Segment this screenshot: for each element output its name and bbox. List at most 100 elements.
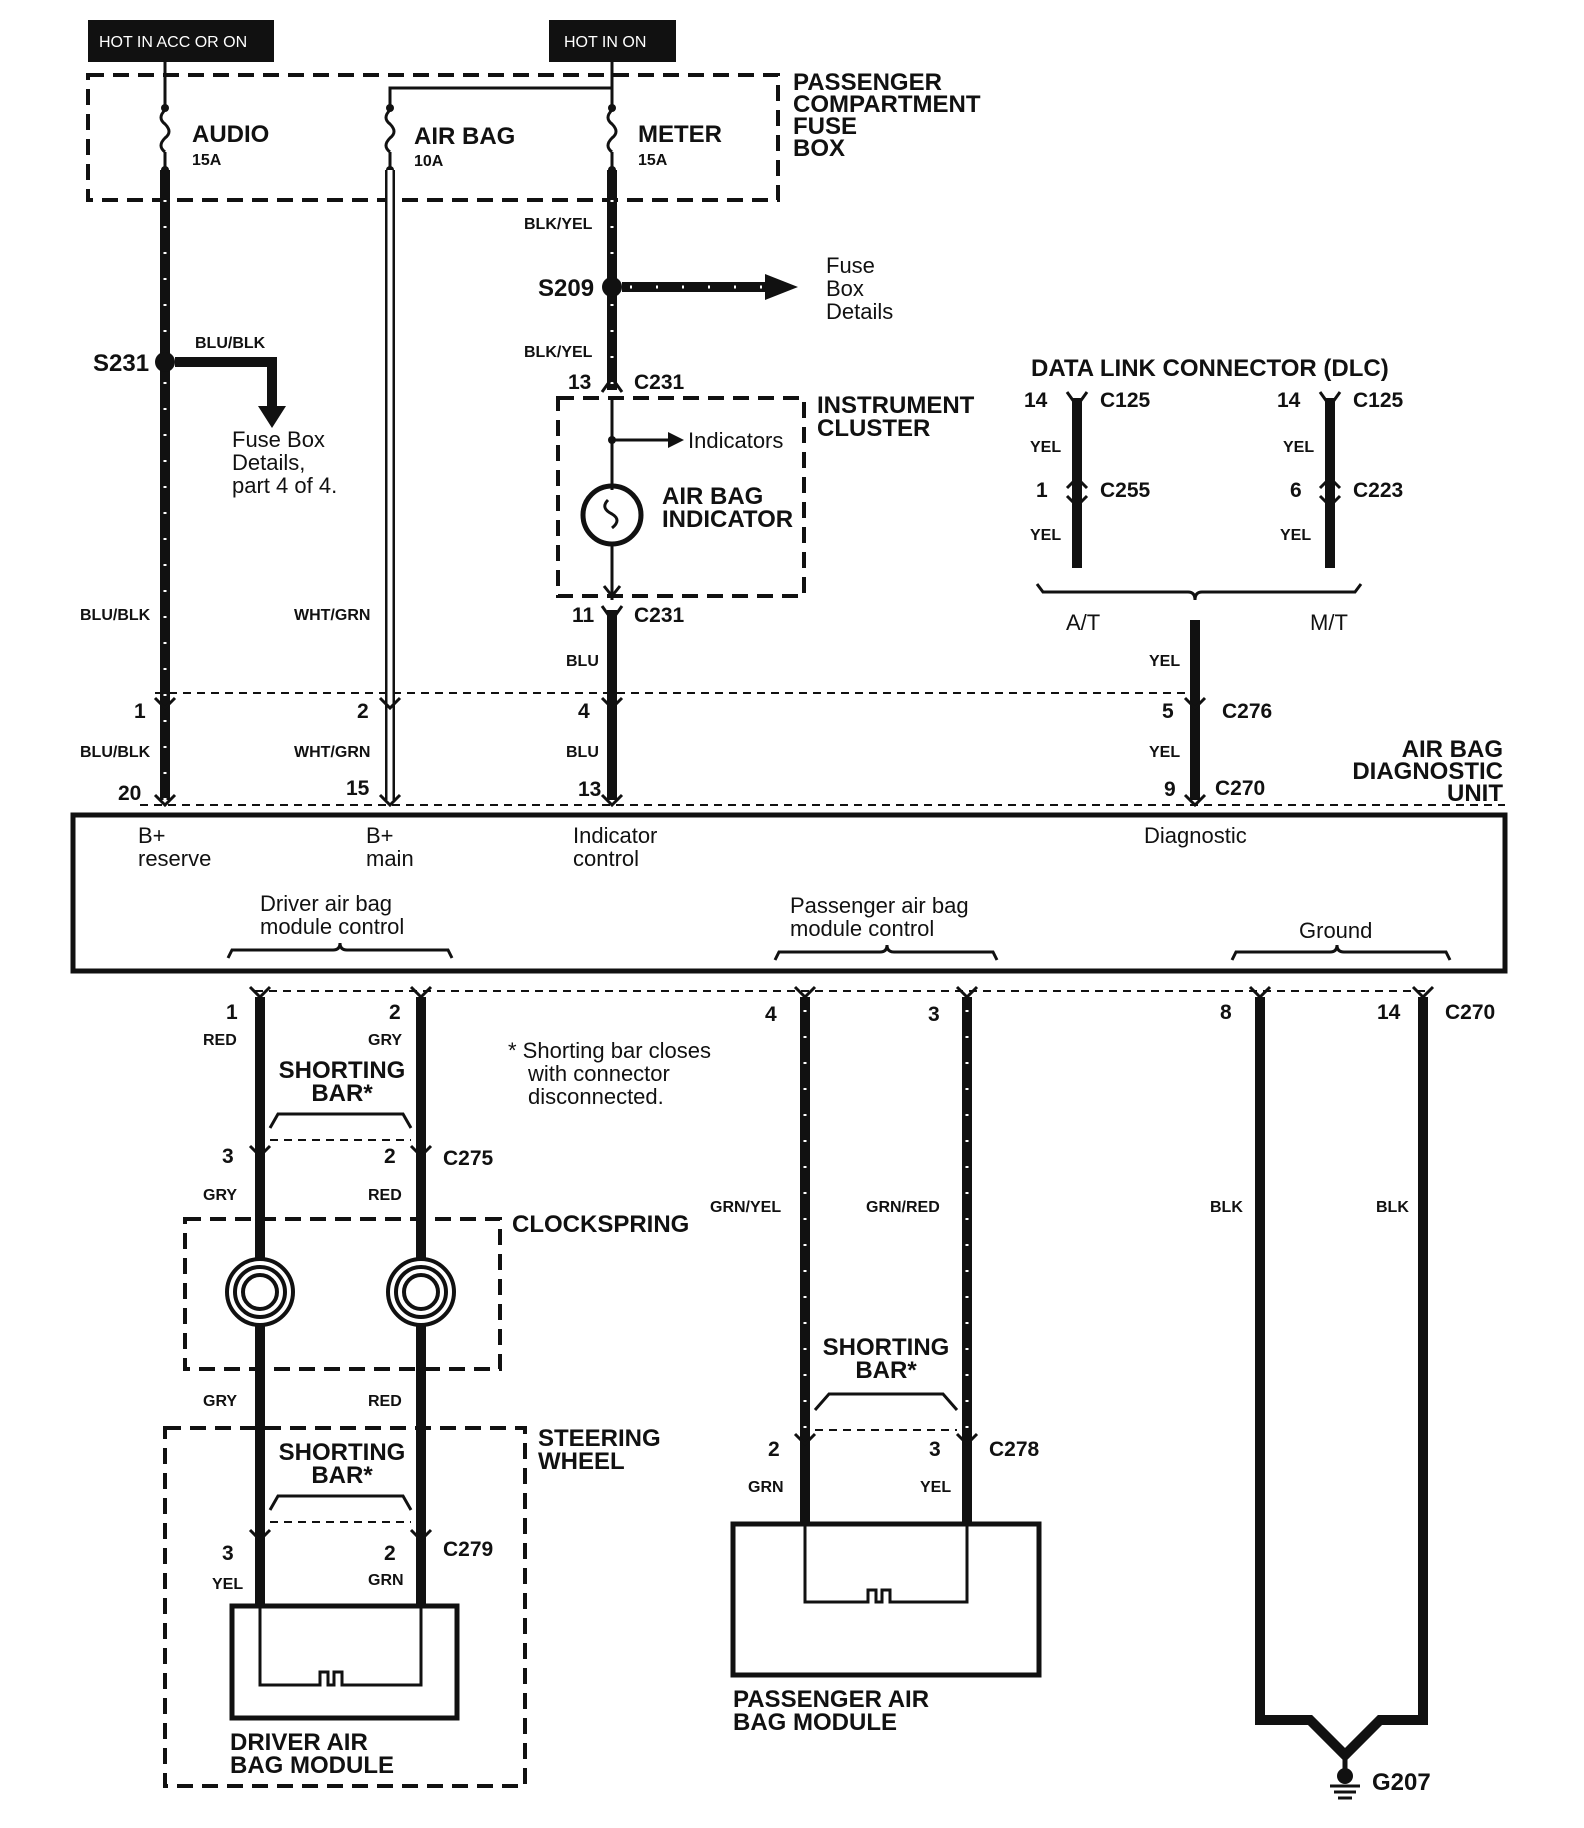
svg-text:BAG MODULE: BAG MODULE [733,1709,897,1736]
svg-text:main: main [366,846,414,871]
svg-text:15A: 15A [638,152,668,169]
svg-text:AIR BAG: AIR BAG [662,483,763,510]
svg-text:15A: 15A [192,152,222,169]
svg-text:2: 2 [384,1145,396,1168]
svg-text:YEL: YEL [1030,439,1061,456]
svg-text:C270: C270 [1215,777,1265,800]
svg-text:YEL: YEL [1149,744,1180,761]
svg-text:WHT/GRN: WHT/GRN [294,607,370,624]
svg-text:BLU: BLU [566,744,599,761]
svg-text:STEERING: STEERING [538,1425,661,1452]
data-link-connector: DATA LINK CONNECTOR (DLC) 14 C125 YEL 1 … [1024,355,1404,635]
svg-text:INDICATOR: INDICATOR [662,506,793,533]
svg-text:8: 8 [1220,1001,1232,1024]
splice-s209: S209 Fuse Box Details [538,253,893,324]
svg-text:disconnected.: disconnected. [528,1084,664,1109]
svg-text:C255: C255 [1100,479,1151,502]
svg-text:YEL: YEL [212,1576,243,1593]
svg-text:2: 2 [384,1542,396,1565]
svg-text:SHORTING: SHORTING [279,1439,406,1466]
svg-text:Details,: Details, [232,450,305,475]
svg-text:13: 13 [578,778,601,801]
svg-text:Passenger air bag: Passenger air bag [790,893,969,918]
svg-text:RED: RED [368,1393,402,1410]
svg-text:GRY: GRY [203,1187,237,1204]
passenger-air-bag-module: PASSENGER AIR BAG MODULE [730,1521,1042,1736]
svg-text:FUSE: FUSE [793,113,857,140]
svg-text:13: 13 [568,371,591,394]
svg-text:reserve: reserve [138,846,211,871]
svg-text:4: 4 [578,700,590,723]
svg-text:HOT IN ON: HOT IN ON [564,34,646,51]
svg-text:10A: 10A [414,153,444,170]
svg-text:GRN: GRN [368,1572,404,1589]
svg-text:14: 14 [1377,1001,1401,1024]
svg-text:C275: C275 [443,1147,494,1170]
svg-text:1: 1 [1036,479,1048,502]
svg-text:DIAGNOSTIC: DIAGNOSTIC [1352,758,1503,785]
svg-text:CLOCKSPRING: CLOCKSPRING [512,1211,689,1238]
ground-circuit: BLK BLK G207 [1210,997,1431,1800]
svg-text:C231: C231 [634,371,685,394]
svg-text:GRN/YEL: GRN/YEL [710,1199,781,1216]
svg-text:CLUSTER: CLUSTER [817,415,930,442]
svg-text:AIR BAG: AIR BAG [1402,736,1503,763]
svg-text:C278: C278 [989,1438,1040,1461]
svg-text:HOT IN ACC OR ON: HOT IN ACC OR ON [99,34,247,51]
connector-c279: 3 2 C279 [222,1528,493,1565]
svg-text:BAR*: BAR* [311,1462,373,1489]
svg-text:PASSENGER AIR: PASSENGER AIR [733,1686,929,1713]
svg-text:3: 3 [929,1438,941,1461]
wire-label-blk-yel-1: BLK/YEL [524,216,593,233]
svg-text:YEL: YEL [1280,527,1311,544]
svg-text:5: 5 [1162,700,1174,723]
svg-text:YEL: YEL [920,1479,951,1496]
shorting-bar-c279: SHORTING BAR* [268,1439,413,1523]
svg-text:Diagnostic: Diagnostic [1144,823,1247,848]
shorting-bar-c275: SHORTING BAR* [268,1057,413,1141]
svg-text:GRN: GRN [748,1479,784,1496]
fuse-audio: AUDIO 15A [159,104,269,174]
svg-text:RED: RED [368,1187,402,1204]
svg-text:BLK: BLK [1376,1199,1409,1216]
svg-text:Fuse: Fuse [826,253,875,278]
svg-text:GRN/RED: GRN/RED [866,1199,940,1216]
svg-text:Indicator: Indicator [573,823,657,848]
svg-text:COMPARTMENT: COMPARTMENT [793,91,981,118]
svg-text:A/T: A/T [1066,610,1100,635]
connector-c276: 1 2 4 5 C276 [134,692,1272,723]
svg-text:3: 3 [222,1145,234,1168]
svg-text:UNIT: UNIT [1447,780,1503,807]
svg-text:BLU/BLK: BLU/BLK [195,335,266,352]
svg-text:C231: C231 [634,604,685,627]
svg-text:SHORTING: SHORTING [279,1057,406,1084]
svg-text:1: 1 [134,700,146,723]
connector-c270-upper: 20 15 13 9 C270 [118,777,1505,808]
svg-text:INSTRUMENT: INSTRUMENT [817,392,975,419]
svg-text:part 4 of 4.: part 4 of 4. [232,473,337,498]
fuse-box-label: PASSENGER COMPARTMENT FUSE BOX [793,69,981,162]
svg-text:BOX: BOX [793,135,845,162]
svg-text:9: 9 [1164,778,1176,801]
svg-text:BLU/BLK: BLU/BLK [80,744,151,761]
svg-text:GRY: GRY [203,1393,237,1410]
svg-text:BAG MODULE: BAG MODULE [230,1752,394,1779]
svg-text:B+: B+ [366,823,394,848]
svg-text:Box: Box [826,276,864,301]
svg-text:control: control [573,846,639,871]
svg-text:WHEEL: WHEEL [538,1448,625,1475]
svg-text:Fuse Box: Fuse Box [232,427,325,452]
svg-text:RED: RED [203,1032,237,1049]
svg-text:15: 15 [346,777,370,800]
svg-text:C125: C125 [1100,389,1151,412]
connector-c275: 3 2 C275 [222,1144,494,1170]
svg-text:module control: module control [790,916,934,941]
svg-text:Driver air bag: Driver air bag [260,891,392,916]
svg-text:11: 11 [572,604,595,627]
svg-text:S231: S231 [93,350,149,377]
svg-text:14: 14 [1277,389,1301,412]
svg-text:PASSENGER: PASSENGER [793,69,942,96]
svg-text:C223: C223 [1353,479,1403,502]
svg-text:DRIVER AIR: DRIVER AIR [230,1729,368,1756]
svg-text:BAR*: BAR* [311,1080,373,1107]
